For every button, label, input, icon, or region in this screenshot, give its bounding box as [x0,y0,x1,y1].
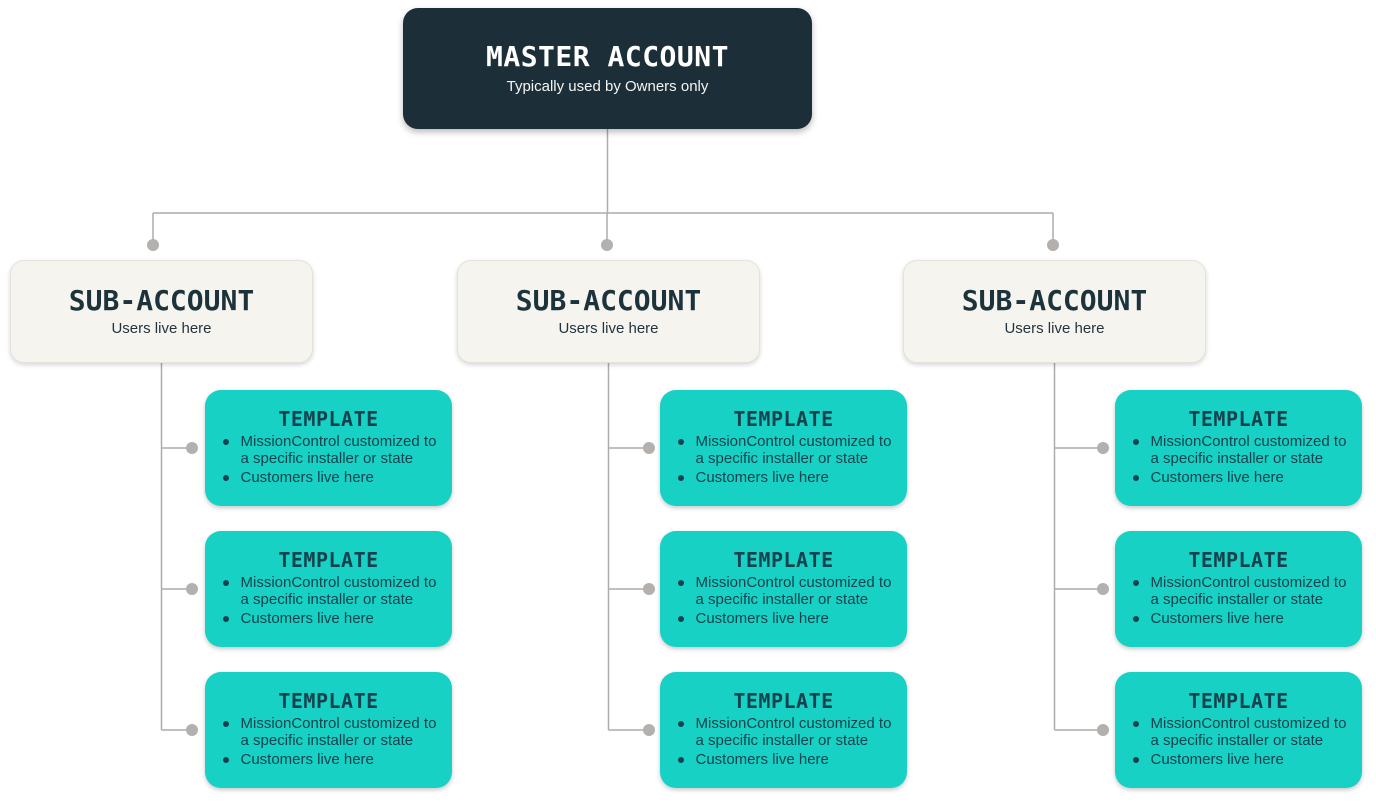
template-bullet-list: MissionControl customized to a specific … [216,433,442,488]
template-bullet-list: MissionControl customized to a specific … [671,715,897,770]
master-account-subtitle: Typically used by Owners only [506,77,709,95]
template-bullet-list: MissionControl customized to a specific … [1126,574,1352,629]
template-bullet: MissionControl customized to a specific … [671,574,897,609]
connector-dot [186,442,198,454]
template-title: TEMPLATE [1188,688,1289,713]
template-bullet: Customers live here [671,469,897,487]
template-bullet: Customers live here [671,610,897,628]
sub-account-subtitle: Users live here [558,320,659,338]
connector-dot [186,583,198,595]
template-node-3-1: TEMPLATE MissionControl customized to a … [1115,390,1362,506]
template-bullet: Customers live here [1126,610,1352,628]
template-node-3-2: TEMPLATE MissionControl customized to a … [1115,531,1362,647]
template-bullet: MissionControl customized to a specific … [216,574,442,609]
template-bullet: Customers live here [216,751,442,769]
template-bullet-list: MissionControl customized to a specific … [1126,433,1352,488]
template-node-2-1: TEMPLATE MissionControl customized to a … [660,390,907,506]
template-bullet: Customers live here [216,610,442,628]
template-bullet: MissionControl customized to a specific … [1126,433,1352,468]
template-title: TEMPLATE [733,406,834,431]
template-title: TEMPLATE [1188,406,1289,431]
sub-account-title: SUB-ACCOUNT [961,283,1148,317]
master-account-title: MASTER ACCOUNT [485,40,729,74]
sub-account-title: SUB-ACCOUNT [515,283,702,317]
master-account-node: MASTER ACCOUNT Typically used by Owners … [403,8,812,129]
template-bullet: MissionControl customized to a specific … [671,715,897,750]
sub-account-node-3: SUB-ACCOUNT Users live here [903,260,1206,363]
template-title: TEMPLATE [278,547,379,572]
template-bullet-list: MissionControl customized to a specific … [671,433,897,488]
connector-dot [1097,724,1109,736]
connector-dot [147,239,159,251]
template-node-1-3: TEMPLATE MissionControl customized to a … [205,672,452,788]
template-bullet-list: MissionControl customized to a specific … [216,574,442,629]
sub-account-node-1: SUB-ACCOUNT Users live here [10,260,313,363]
connector-dot [1097,583,1109,595]
template-title: TEMPLATE [733,688,834,713]
template-bullet: Customers live here [1126,469,1352,487]
sub-account-subtitle: Users live here [111,320,212,338]
template-node-1-2: TEMPLATE MissionControl customized to a … [205,531,452,647]
template-title: TEMPLATE [733,547,834,572]
sub-account-node-2: SUB-ACCOUNT Users live here [457,260,760,363]
template-bullet: Customers live here [1126,751,1352,769]
template-bullet: MissionControl customized to a specific … [216,433,442,468]
template-bullet: Customers live here [671,751,897,769]
connector-dot [643,583,655,595]
template-bullet: MissionControl customized to a specific … [671,433,897,468]
sub-account-title: SUB-ACCOUNT [68,283,255,317]
connector-dot [1047,239,1059,251]
template-bullet: MissionControl customized to a specific … [1126,715,1352,750]
template-bullet-list: MissionControl customized to a specific … [1126,715,1352,770]
connector-dot [643,442,655,454]
template-title: TEMPLATE [278,406,379,431]
template-bullet-list: MissionControl customized to a specific … [671,574,897,629]
sub-account-subtitle: Users live here [1004,320,1105,338]
connector-dot [643,724,655,736]
template-bullet: MissionControl customized to a specific … [1126,574,1352,609]
connector-dot [1097,442,1109,454]
template-title: TEMPLATE [1188,547,1289,572]
connector-dot [601,239,613,251]
template-bullet-list: MissionControl customized to a specific … [216,715,442,770]
template-node-2-3: TEMPLATE MissionControl customized to a … [660,672,907,788]
template-node-1-1: TEMPLATE MissionControl customized to a … [205,390,452,506]
template-bullet: Customers live here [216,469,442,487]
template-node-3-3: TEMPLATE MissionControl customized to a … [1115,672,1362,788]
template-bullet: MissionControl customized to a specific … [216,715,442,750]
template-title: TEMPLATE [278,688,379,713]
connector-dot [186,724,198,736]
template-node-2-2: TEMPLATE MissionControl customized to a … [660,531,907,647]
